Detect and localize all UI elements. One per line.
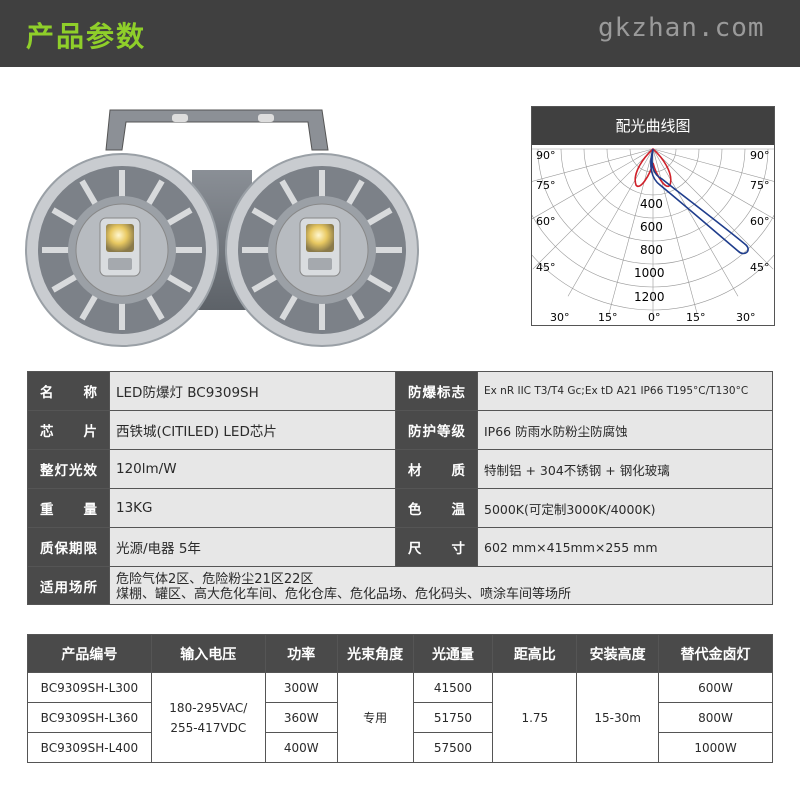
spec-row: 重 量 13KG 色 温 5000K(可定制3000K/4000K) [27,488,773,528]
radial-label-400: 400 [640,197,663,211]
spec-row: 整灯光效 120lm/W 材 质 特制铝 + 304不锈钢 + 钢化玻璃 [27,449,773,489]
spec-row-place: 适用场所 危险气体2区、危险粉尘21区22区 煤棚、罐区、高大危化车间、危化仓库… [27,566,773,605]
lamp-right [225,153,419,347]
spec-key: 重 量 [27,488,110,528]
cell-ratio: 1.75 [492,672,578,763]
place-line-2: 煤棚、罐区、高大危化车间、危化仓库、危化品场、危化码头、喷涂车间等场所 [116,586,572,602]
spec-value: 光源/电器 5年 [109,527,396,567]
cell-code: BC9309SH-L300 [27,672,152,703]
col-header: 产品编号 [27,634,152,673]
radial-label-800: 800 [640,243,663,257]
spec-key: 尺 寸 [395,527,478,567]
radial-label-1200: 1200 [634,290,665,304]
cell-flux: 41500 [412,672,494,703]
col-header: 安装高度 [576,634,660,673]
page-title: 产品参数 [26,20,147,53]
cell-power: 400W [264,732,338,763]
spec-table: 名 称 LED防爆灯 BC9309SH 防爆标志 Ex nR IIC T3/T4… [27,371,773,605]
grid-ray [652,148,739,297]
spec-value: 13KG [109,488,396,528]
spec-key: 整灯光效 [27,449,110,489]
cell-replace: 800W [658,702,773,733]
angle-label-0: 0° [648,311,661,324]
grid-ray [567,148,654,297]
cell-flux: 51750 [412,702,494,733]
spec-value: 5000K(可定制3000K/4000K) [477,488,773,528]
col-header: 光束角度 [336,634,414,673]
spec-key: 色 温 [395,488,478,528]
spec-key: 名 称 [27,371,110,411]
radial-label-600: 600 [640,220,663,234]
cell-power: 360W [264,702,338,733]
watermark: gkzhan.com [598,13,765,43]
page-header: 产品参数 gkzhan.com [0,0,800,67]
lamp-left [25,153,219,347]
spec-value: IP66 防雨水防粉尘防腐蚀 [477,410,773,450]
spec-key: 防护等级 [395,410,478,450]
spec-key: 材 质 [395,449,478,489]
table-row: BC9309SH-L300 180-295VAC/ 255-417VDC 300… [27,672,773,763]
grid-ray [652,148,774,270]
table-row: BC9309SH-L400 400W 57500 1000W [27,732,773,763]
cell-flux: 57500 [412,732,494,763]
cell-power: 300W [264,672,338,703]
grid-ray [652,148,698,314]
table-row: BC9309SH-L360 360W 51750 800W [27,702,773,733]
spec-value: 西铁城(CITILED) LED芯片 [109,410,396,450]
cell-replace: 1000W [658,732,773,763]
spec-row: 名 称 LED防爆灯 BC9309SH 防爆标志 Ex nR IIC T3/T4… [27,371,773,411]
cell-code: BC9309SH-L360 [27,702,152,733]
spec-value: 120lm/W [109,449,396,489]
col-header: 功率 [264,634,338,673]
angle-label-15l: 15° [598,311,618,324]
angle-label-60l: 60° [536,215,556,228]
grid-ray [532,148,654,220]
cell-replace: 600W [658,672,773,703]
spec-key: 质保期限 [27,527,110,567]
angle-label-60r: 60° [750,215,770,228]
spec-row: 芯 片 西铁城(CITILED) LED芯片 防护等级 IP66 防雨水防粉尘防… [27,410,773,450]
col-header: 光通量 [412,634,494,673]
place-line-1: 危险气体2区、危险粉尘21区22区 [116,571,314,587]
spec-value-place: 危险气体2区、危险粉尘21区22区 煤棚、罐区、高大危化车间、危化仓库、危化品场… [109,566,773,605]
col-header: 替代金卤灯 [658,634,773,673]
spec-value: Ex nR IIC T3/T4 Gc;Ex tD A21 IP66 T195°C… [477,371,773,411]
grid-ray [532,148,654,182]
angle-label-30r: 30° [736,311,756,324]
models-header-row: 产品编号 输入电压 功率 光束角度 光通量 距高比 安装高度 替代金卤灯 [27,634,773,673]
angle-label-75l: 75° [536,179,556,192]
grid-ray [532,148,654,270]
angle-label-90r: 90° [750,149,770,162]
cell-voltage: 180-295VAC/ 255-417VDC [150,672,266,763]
grid-ray [652,148,774,220]
spec-value: 602 mm×415mm×255 mm [477,527,773,567]
radial-label-1000: 1000 [634,266,665,280]
cell-height: 15-30m [576,672,660,763]
product-image [25,109,419,347]
spec-key: 防爆标志 [395,371,478,411]
angle-label-45r: 45° [750,261,770,274]
spec-row: 质保期限 光源/电器 5年 尺 寸 602 mm×415mm×255 mm [27,527,773,567]
angle-label-30l: 30° [550,311,570,324]
cell-code: BC9309SH-L400 [27,732,152,763]
grid-ray [608,148,654,314]
col-header: 距高比 [492,634,578,673]
light-distribution-chart: 配光曲线图 90° 75° 60° 45° 30° 15° 0° 15° 30°… [531,106,775,326]
angle-label-90l: 90° [536,149,556,162]
curve-b [650,148,749,255]
polar-plot: 90° 75° 60° 45° 30° 15° 0° 15° 30° 45° 6… [532,147,774,324]
spec-value: LED防爆灯 BC9309SH [109,371,396,411]
spec-key: 芯 片 [27,410,110,450]
cell-beam: 专用 [336,672,414,763]
spec-key: 适用场所 [27,566,110,605]
chart-title: 配光曲线图 [532,107,774,145]
angle-label-75r: 75° [750,179,770,192]
spec-value: 特制铝 + 304不锈钢 + 钢化玻璃 [477,449,773,489]
angle-label-45l: 45° [536,261,556,274]
angle-label-15r: 15° [686,311,706,324]
col-header: 输入电压 [150,634,266,673]
models-table: 产品编号 输入电压 功率 光束角度 光通量 距高比 安装高度 替代金卤灯 BC9… [27,634,773,763]
grid-ray [652,148,774,182]
